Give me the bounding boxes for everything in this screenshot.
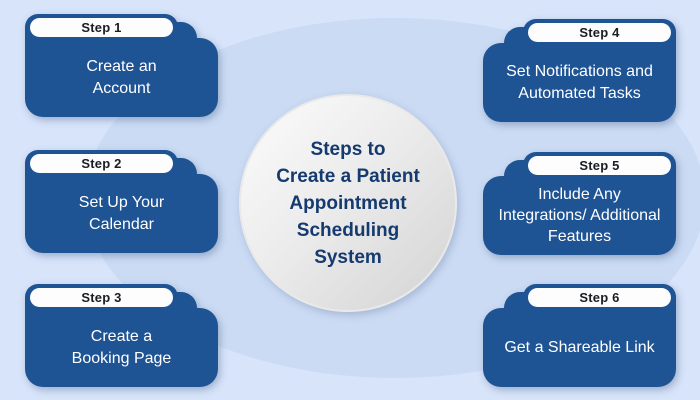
step-tab: Step 4	[504, 19, 676, 46]
step-label-pill: Step 6	[528, 288, 671, 307]
step-tab: Step 6	[504, 284, 676, 311]
step-label: Step 5	[579, 158, 620, 173]
step-card-text: Set Notifications and Automated Tasks	[506, 63, 653, 102]
step-card-body: Get a Shareable Link	[483, 308, 676, 387]
step-label: Step 3	[81, 290, 122, 305]
step-card-text: Create an Account	[86, 58, 157, 97]
step-tab: Step 1	[25, 14, 197, 41]
step-card-text: Get a Shareable Link	[504, 338, 655, 356]
step-label: Step 1	[81, 20, 122, 35]
step-card-6: Get a Shareable Link Step 6	[483, 284, 676, 387]
step-card-body: Create a Booking Page	[25, 308, 218, 387]
step-card-4: Set Notifications and Automated Tasks St…	[483, 19, 676, 122]
step-label-pill: Step 4	[528, 23, 671, 42]
step-card-text: Create a Booking Page	[71, 328, 172, 367]
diagram-title: Steps to Create a Patient Appointment Sc…	[276, 138, 420, 268]
step-tab: Step 2	[25, 150, 197, 177]
step-label-pill: Step 5	[528, 156, 671, 175]
step-card-5: Include Any Integrations/ Additional Fea…	[483, 152, 676, 255]
step-card-text: Include Any Integrations/ Additional Fea…	[498, 185, 661, 246]
step-card-body: Set Up Your Calendar	[25, 174, 218, 253]
step-label: Step 4	[579, 25, 620, 40]
center-circle: Steps to Create a Patient Appointment Sc…	[239, 94, 457, 312]
step-label: Step 2	[81, 156, 122, 171]
step-label-pill: Step 3	[30, 288, 173, 307]
step-card-text: Set Up Your Calendar	[78, 194, 165, 233]
step-tab: Step 5	[504, 152, 676, 179]
step-card-body: Set Notifications and Automated Tasks	[483, 43, 676, 122]
step-card-3: Create a Booking Page Step 3	[25, 284, 218, 387]
step-card-body: Create an Account	[25, 38, 218, 117]
step-card-body: Include Any Integrations/ Additional Fea…	[483, 176, 676, 255]
step-card-2: Set Up Your Calendar Step 2	[25, 150, 218, 253]
step-label-pill: Step 1	[30, 18, 173, 37]
step-label-pill: Step 2	[30, 154, 173, 173]
step-tab: Step 3	[25, 284, 197, 311]
step-label: Step 6	[579, 290, 620, 305]
step-card-1: Create an Account Step 1	[25, 14, 218, 117]
